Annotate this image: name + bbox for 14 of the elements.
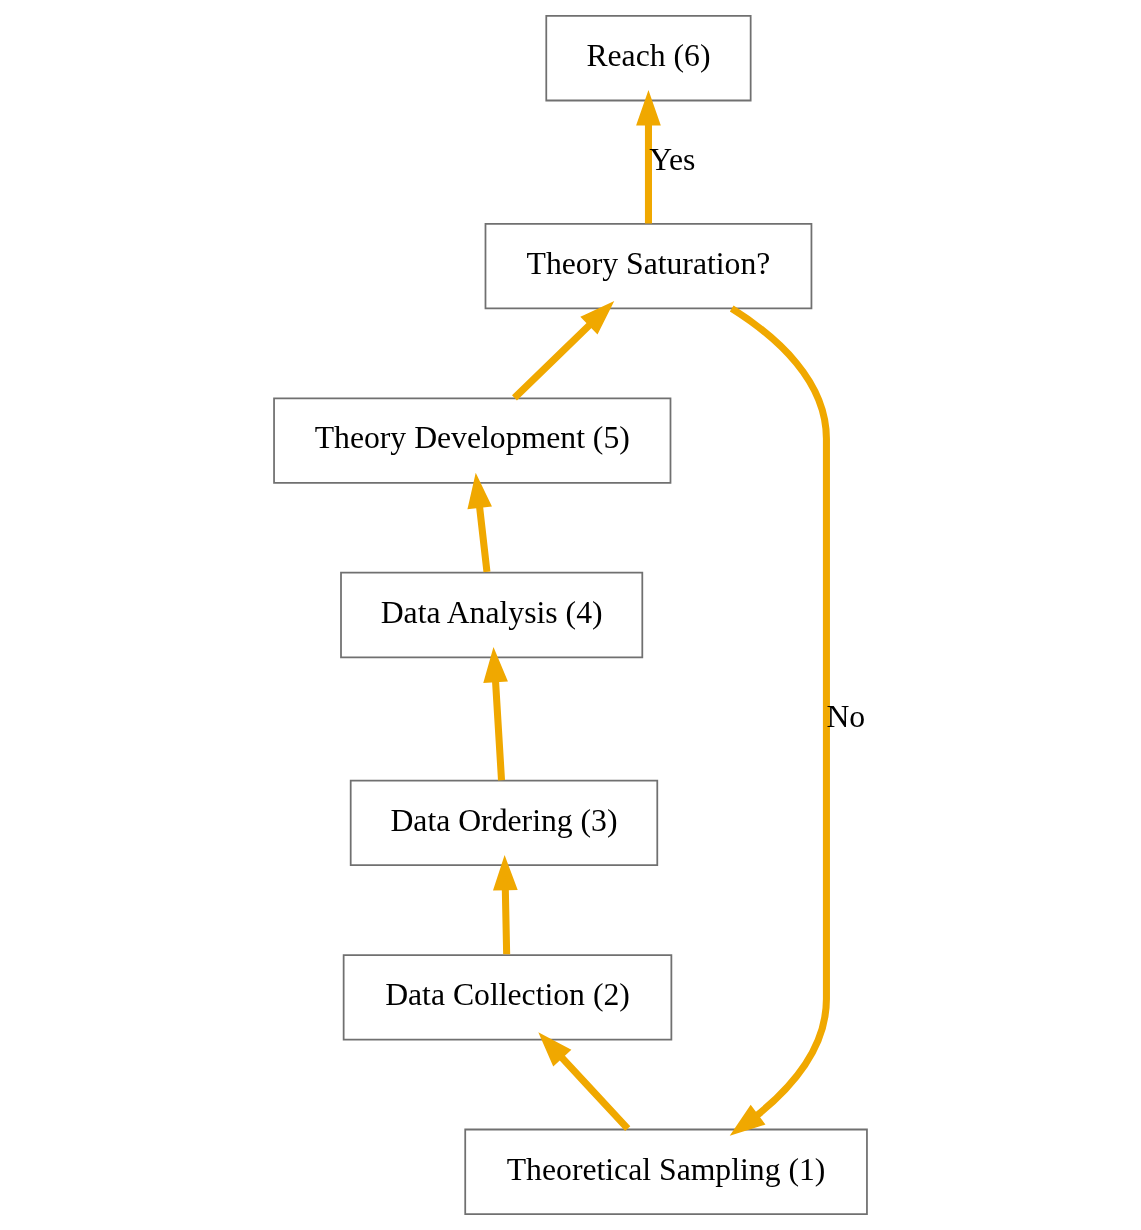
arrow [467, 472, 492, 573]
arrow [538, 1032, 631, 1132]
node-box: Data Collection (2) [342, 954, 673, 1041]
arrow [512, 301, 615, 401]
node-box: Data Analysis (4) [340, 571, 644, 659]
node-box: Data Ordering (3) [349, 779, 659, 867]
arrow [492, 855, 518, 955]
node-box: Theory Development (5) [273, 397, 672, 484]
arrow [729, 305, 830, 1136]
node-box: Theoretical Sampling (1) [464, 1128, 868, 1215]
node-box: Reach (6) [545, 15, 752, 102]
node-box: Theory Saturation? [484, 222, 813, 310]
arrow [483, 646, 508, 781]
arrow [636, 90, 661, 224]
